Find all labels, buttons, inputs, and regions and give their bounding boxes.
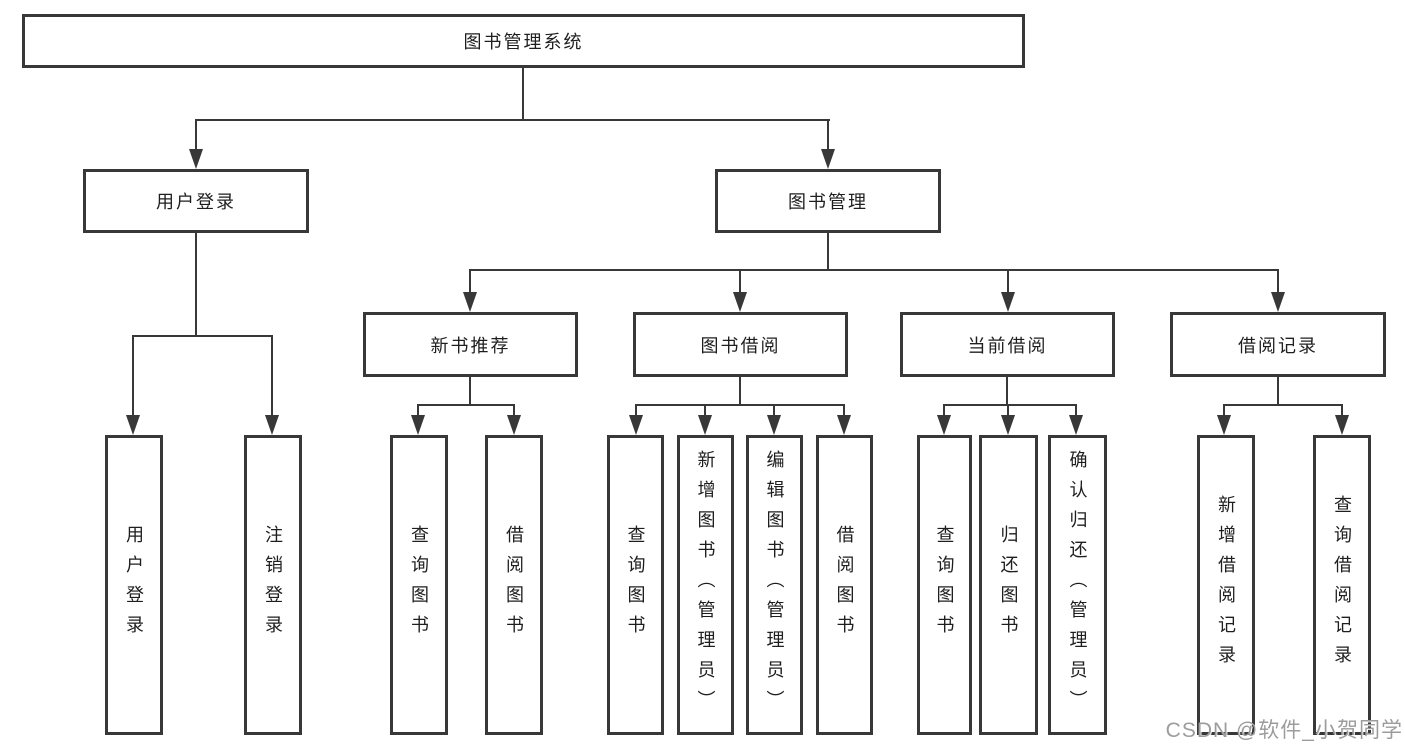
node-label: 查询图书 [625, 525, 646, 645]
connector-drop [843, 404, 845, 416]
arrowhead-down-icon [507, 415, 521, 435]
node-label: 图书管理 [788, 192, 868, 212]
leaf-query-books-recommend: 查询图书 [390, 435, 448, 735]
node-label: 查询图书 [934, 525, 955, 645]
leaf-user-login: 用户登录 [105, 435, 163, 735]
connector-user-login-branch [132, 335, 273, 337]
node-label: 借阅图书 [504, 525, 524, 645]
node-book-management: 图书管理 [715, 169, 941, 233]
arrowhead-down-icon [937, 415, 951, 435]
arrowhead-down-icon [698, 415, 712, 435]
node-current-borrow: 当前借阅 [900, 312, 1115, 377]
arrowhead-down-icon [733, 292, 747, 312]
arrowhead-down-icon [1217, 415, 1231, 435]
connector-drop [704, 404, 706, 416]
connector-new-book-branch [417, 404, 514, 406]
arrowhead-down-icon [126, 415, 140, 435]
leaf-logout: 注销登录 [244, 435, 302, 735]
arrowhead-down-icon [767, 415, 781, 435]
node-user-login: 用户登录 [83, 169, 309, 233]
node-label: 图书借阅 [700, 335, 781, 356]
node-label: 归还图书 [998, 525, 1019, 645]
node-label: 新增图书（管理员） [695, 450, 716, 720]
connector-drop [513, 404, 515, 416]
leaf-add-book-admin: 新增图书（管理员） [677, 435, 734, 735]
connector-drop [1223, 404, 1225, 416]
connector-drop [1341, 404, 1343, 416]
connector-drop-leaf-user-login [132, 335, 134, 415]
leaf-query-borrow-record: 查询借阅记录 [1313, 435, 1371, 735]
connector-book-borrow-stem [739, 377, 741, 406]
connector-borrow-records-branch [1223, 404, 1343, 406]
connector-new-book-stem [469, 377, 471, 406]
leaf-confirm-return-admin: 确认归还（管理员） [1048, 435, 1107, 735]
connector-current-borrow-branch [943, 404, 1077, 406]
connector-drop [1007, 404, 1009, 416]
leaf-borrow-books-recommend: 借阅图书 [485, 435, 543, 735]
leaf-edit-book-admin: 编辑图书（管理员） [746, 435, 803, 735]
connector-drop-current-borrow [1007, 269, 1009, 294]
arrowhead-down-icon [1069, 415, 1083, 435]
node-library-management-system: 图书管理系统 [22, 14, 1025, 68]
arrowhead-down-icon [837, 415, 851, 435]
leaf-return-books: 归还图书 [979, 435, 1038, 735]
csdn-watermark: CSDN @软件_小贺同学 [1165, 719, 1403, 742]
node-book-borrow: 图书借阅 [633, 312, 848, 377]
arrowhead-down-icon [1001, 292, 1015, 312]
connector-drop [773, 404, 775, 416]
connector-book-management-branch [469, 269, 1279, 271]
connector-root-stem [522, 68, 524, 120]
node-label: 注销登录 [263, 525, 283, 645]
arrowhead-down-icon [411, 415, 425, 435]
arrowhead-down-icon [1001, 415, 1015, 435]
node-new-book-recommend: 新书推荐 [363, 312, 578, 377]
connector-drop-borrow-records [1277, 269, 1279, 294]
node-label: 新书推荐 [430, 335, 511, 356]
arrowhead-down-icon [463, 292, 477, 312]
arrowhead-down-icon [821, 149, 835, 169]
connector-drop [1075, 404, 1077, 416]
connector-drop-new-book [469, 269, 471, 294]
connector-drop [943, 404, 945, 416]
leaf-add-borrow-record: 新增借阅记录 [1197, 435, 1255, 735]
leaf-borrow-books: 借阅图书 [816, 435, 873, 735]
node-label: 新增借阅记录 [1216, 495, 1236, 675]
arrowhead-down-icon [265, 415, 279, 435]
arrowhead-down-icon [1271, 292, 1285, 312]
arrowhead-down-icon [629, 415, 643, 435]
arrowhead-down-icon [1335, 415, 1349, 435]
connector-user-login-stem [195, 233, 197, 336]
node-label: 当前借阅 [967, 335, 1048, 356]
node-label: 查询图书 [409, 525, 429, 645]
connector-root-branch [196, 119, 830, 121]
connector-drop-book-management [827, 119, 829, 151]
leaf-query-books-borrow: 查询图书 [607, 435, 664, 735]
node-label: 确认归还（管理员） [1067, 450, 1088, 720]
arrowhead-down-icon [189, 149, 203, 169]
node-label: 借阅记录 [1238, 335, 1318, 356]
connector-drop [417, 404, 419, 416]
node-label: 查询借阅记录 [1332, 495, 1352, 675]
connector-book-borrow-branch [635, 404, 844, 406]
connector-book-management-stem [827, 233, 829, 271]
node-label: 编辑图书（管理员） [764, 450, 785, 720]
connector-drop-user-login [195, 119, 197, 151]
node-label: 借阅图书 [834, 525, 855, 645]
node-label: 图书管理系统 [463, 32, 584, 52]
connector-drop-book-borrow [739, 269, 741, 294]
node-borrow-records: 借阅记录 [1170, 312, 1386, 377]
connector-current-borrow-stem [1006, 377, 1008, 406]
node-label: 用户登录 [124, 525, 144, 645]
connector-drop-leaf-logout [271, 335, 273, 415]
connector-borrow-records-stem [1277, 377, 1279, 406]
leaf-query-books-current: 查询图书 [917, 435, 972, 735]
connector-drop [635, 404, 637, 416]
node-label: 用户登录 [156, 192, 236, 212]
